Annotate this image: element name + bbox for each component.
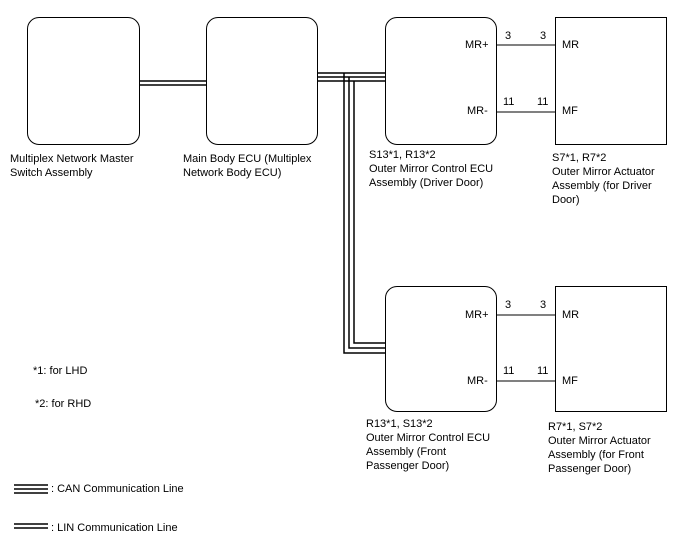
passenger-ecu-name-line2: Assembly (Front (366, 446, 447, 458)
passenger-ecu-term-minus: MR- (467, 375, 488, 387)
main-body-ecu-name-line2: Network Body ECU) (183, 167, 282, 179)
passenger-actuator-codes: R7*1, S7*2 (548, 421, 603, 433)
driver-actuator-name-line1: Outer Mirror Actuator (552, 166, 655, 178)
driver-actuator-name-line2: Assembly (for Driver (552, 180, 652, 192)
passenger-ecu-name-line3: Passenger Door) (366, 460, 450, 472)
driver-ecu-name-line2: Assembly (Driver Door) (369, 177, 484, 189)
driver-actuator-name-line3: Door) (552, 194, 580, 206)
legend-lin-symbol (14, 523, 48, 529)
note-rhd: *2: for RHD (35, 398, 92, 410)
legend-can-label: : CAN Communication Line (51, 483, 184, 495)
main-body-ecu-box (206, 17, 318, 145)
driver-ecu-codes: S13*1, R13*2 (369, 149, 436, 161)
note-lhd: *1: for LHD (33, 365, 88, 377)
master-switch-name-line1: Multiplex Network Master (10, 153, 134, 165)
legend-lin-label: : LIN Communication Line (51, 522, 178, 534)
driver-actuator-term-r: MR (562, 39, 580, 51)
driver-actuator-box (555, 17, 667, 145)
passenger-actuator-label: R7*1, S7*2 Outer Mirror Actuator Assembl… (548, 420, 651, 476)
passenger-actuator-term-f: MF (562, 375, 578, 387)
passenger-actuator-term-r: MR (562, 309, 580, 321)
master-switch-box (27, 17, 140, 145)
passenger-ecu-codes: R13*1, S13*2 (366, 418, 433, 430)
passenger-bottom-pin-ecu: 11 (503, 365, 515, 377)
driver-ecu-box (385, 17, 497, 145)
driver-top-pin-ecu: 3 (505, 30, 512, 42)
driver-ecu-term-minus: MR- (467, 105, 488, 117)
driver-ecu-term-plus: MR+ (465, 39, 489, 51)
passenger-top-pin-act: 3 (540, 299, 547, 311)
passenger-actuator-name-line2: Assembly (for Front (548, 449, 644, 461)
driver-bottom-pin-ecu: 11 (503, 96, 515, 108)
passenger-actuator-name-line3: Passenger Door) (548, 463, 632, 475)
main-body-ecu-name-line1: Main Body ECU (Multiplex (183, 153, 312, 165)
driver-actuator-codes: S7*1, R7*2 (552, 152, 607, 164)
legend-can-symbol (14, 484, 48, 494)
driver-actuator-term-f: MF (562, 105, 578, 117)
signal-wires (497, 44, 555, 382)
passenger-ecu-label: R13*1, S13*2 Outer Mirror Control ECU As… (366, 417, 490, 473)
can-bus-line (318, 72, 385, 354)
driver-top-pin-act: 3 (540, 30, 547, 42)
passenger-ecu-name-line1: Outer Mirror Control ECU (366, 432, 491, 444)
main-body-ecu-label: Main Body ECU (Multiplex Network Body EC… (183, 152, 311, 180)
passenger-actuator-box (555, 286, 667, 412)
master-switch-name-line2: Switch Assembly (10, 167, 93, 179)
passenger-ecu-box (385, 286, 497, 412)
passenger-bottom-pin-act: 11 (537, 365, 549, 377)
driver-bottom-pin-act: 11 (537, 96, 549, 108)
lin-line-master-to-main (140, 80, 206, 86)
driver-ecu-label: S13*1, R13*2 Outer Mirror Control ECU As… (369, 148, 493, 190)
master-switch-label: Multiplex Network Master Switch Assembly (10, 152, 133, 180)
driver-ecu-name-line1: Outer Mirror Control ECU (369, 163, 494, 175)
driver-actuator-label: S7*1, R7*2 Outer Mirror Actuator Assembl… (552, 151, 655, 207)
passenger-actuator-name-line1: Outer Mirror Actuator (548, 435, 651, 447)
passenger-ecu-term-plus: MR+ (465, 309, 489, 321)
passenger-top-pin-ecu: 3 (505, 299, 512, 311)
